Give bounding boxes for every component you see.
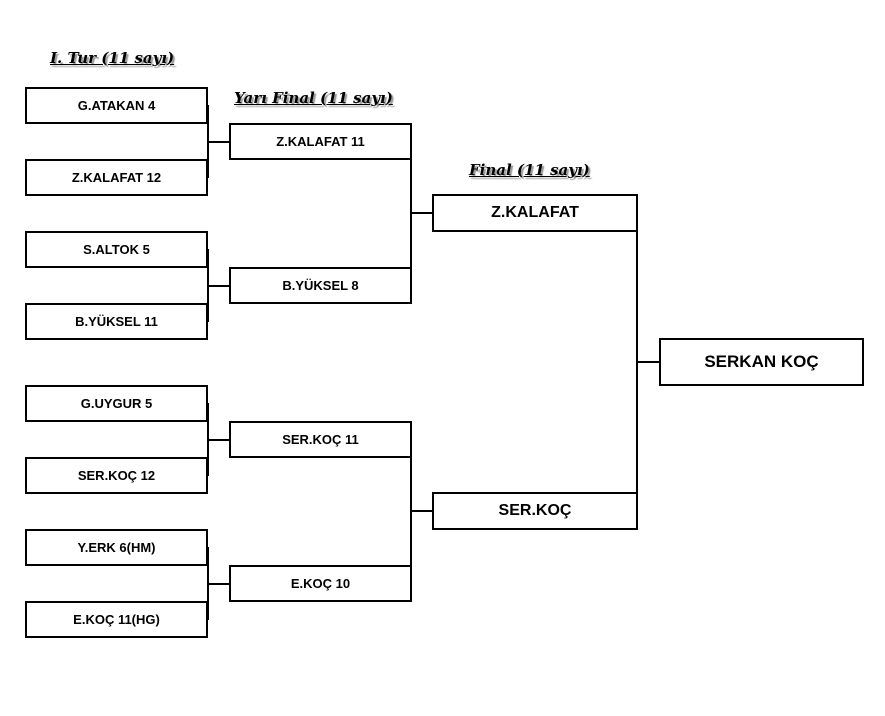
round1-match-box: Z.KALAFAT 12 xyxy=(25,159,208,196)
round1-match-box: Y.ERK 6(HM) xyxy=(25,529,208,566)
bracket-connector xyxy=(207,439,230,441)
round1-heading: I. Tur (11 sayı) xyxy=(50,49,175,67)
round1-match-box: G.ATAKAN 4 xyxy=(25,87,208,124)
final-match-box: Z.KALAFAT xyxy=(432,194,638,232)
round1-match-box: B.YÜKSEL 11 xyxy=(25,303,208,340)
bracket-connector xyxy=(410,439,412,585)
round1-match-box: G.UYGUR 5 xyxy=(25,385,208,422)
semifinal-heading: Yarı Final (11 sayı) xyxy=(234,89,393,107)
bracket-connector xyxy=(207,141,230,143)
final-heading: Final (11 sayı) xyxy=(469,161,590,179)
final-match-box: SER.KOÇ xyxy=(432,492,638,530)
bracket-connector xyxy=(636,361,660,363)
bracket-connector xyxy=(410,510,433,512)
champion-box: SERKAN KOÇ xyxy=(659,338,864,386)
bracket-connector xyxy=(410,212,433,214)
round1-match-box: S.ALTOK 5 xyxy=(25,231,208,268)
bracket-connector xyxy=(207,583,230,585)
semifinal-match-box: B.YÜKSEL 8 xyxy=(229,267,412,304)
semifinal-match-box: E.KOÇ 10 xyxy=(229,565,412,602)
round1-match-box: E.KOÇ 11(HG) xyxy=(25,601,208,638)
round1-match-box: SER.KOÇ 12 xyxy=(25,457,208,494)
semifinal-match-box: Z.KALAFAT 11 xyxy=(229,123,412,160)
bracket-connector xyxy=(410,141,412,287)
semifinal-match-box: SER.KOÇ 11 xyxy=(229,421,412,458)
bracket-connector xyxy=(207,285,230,287)
